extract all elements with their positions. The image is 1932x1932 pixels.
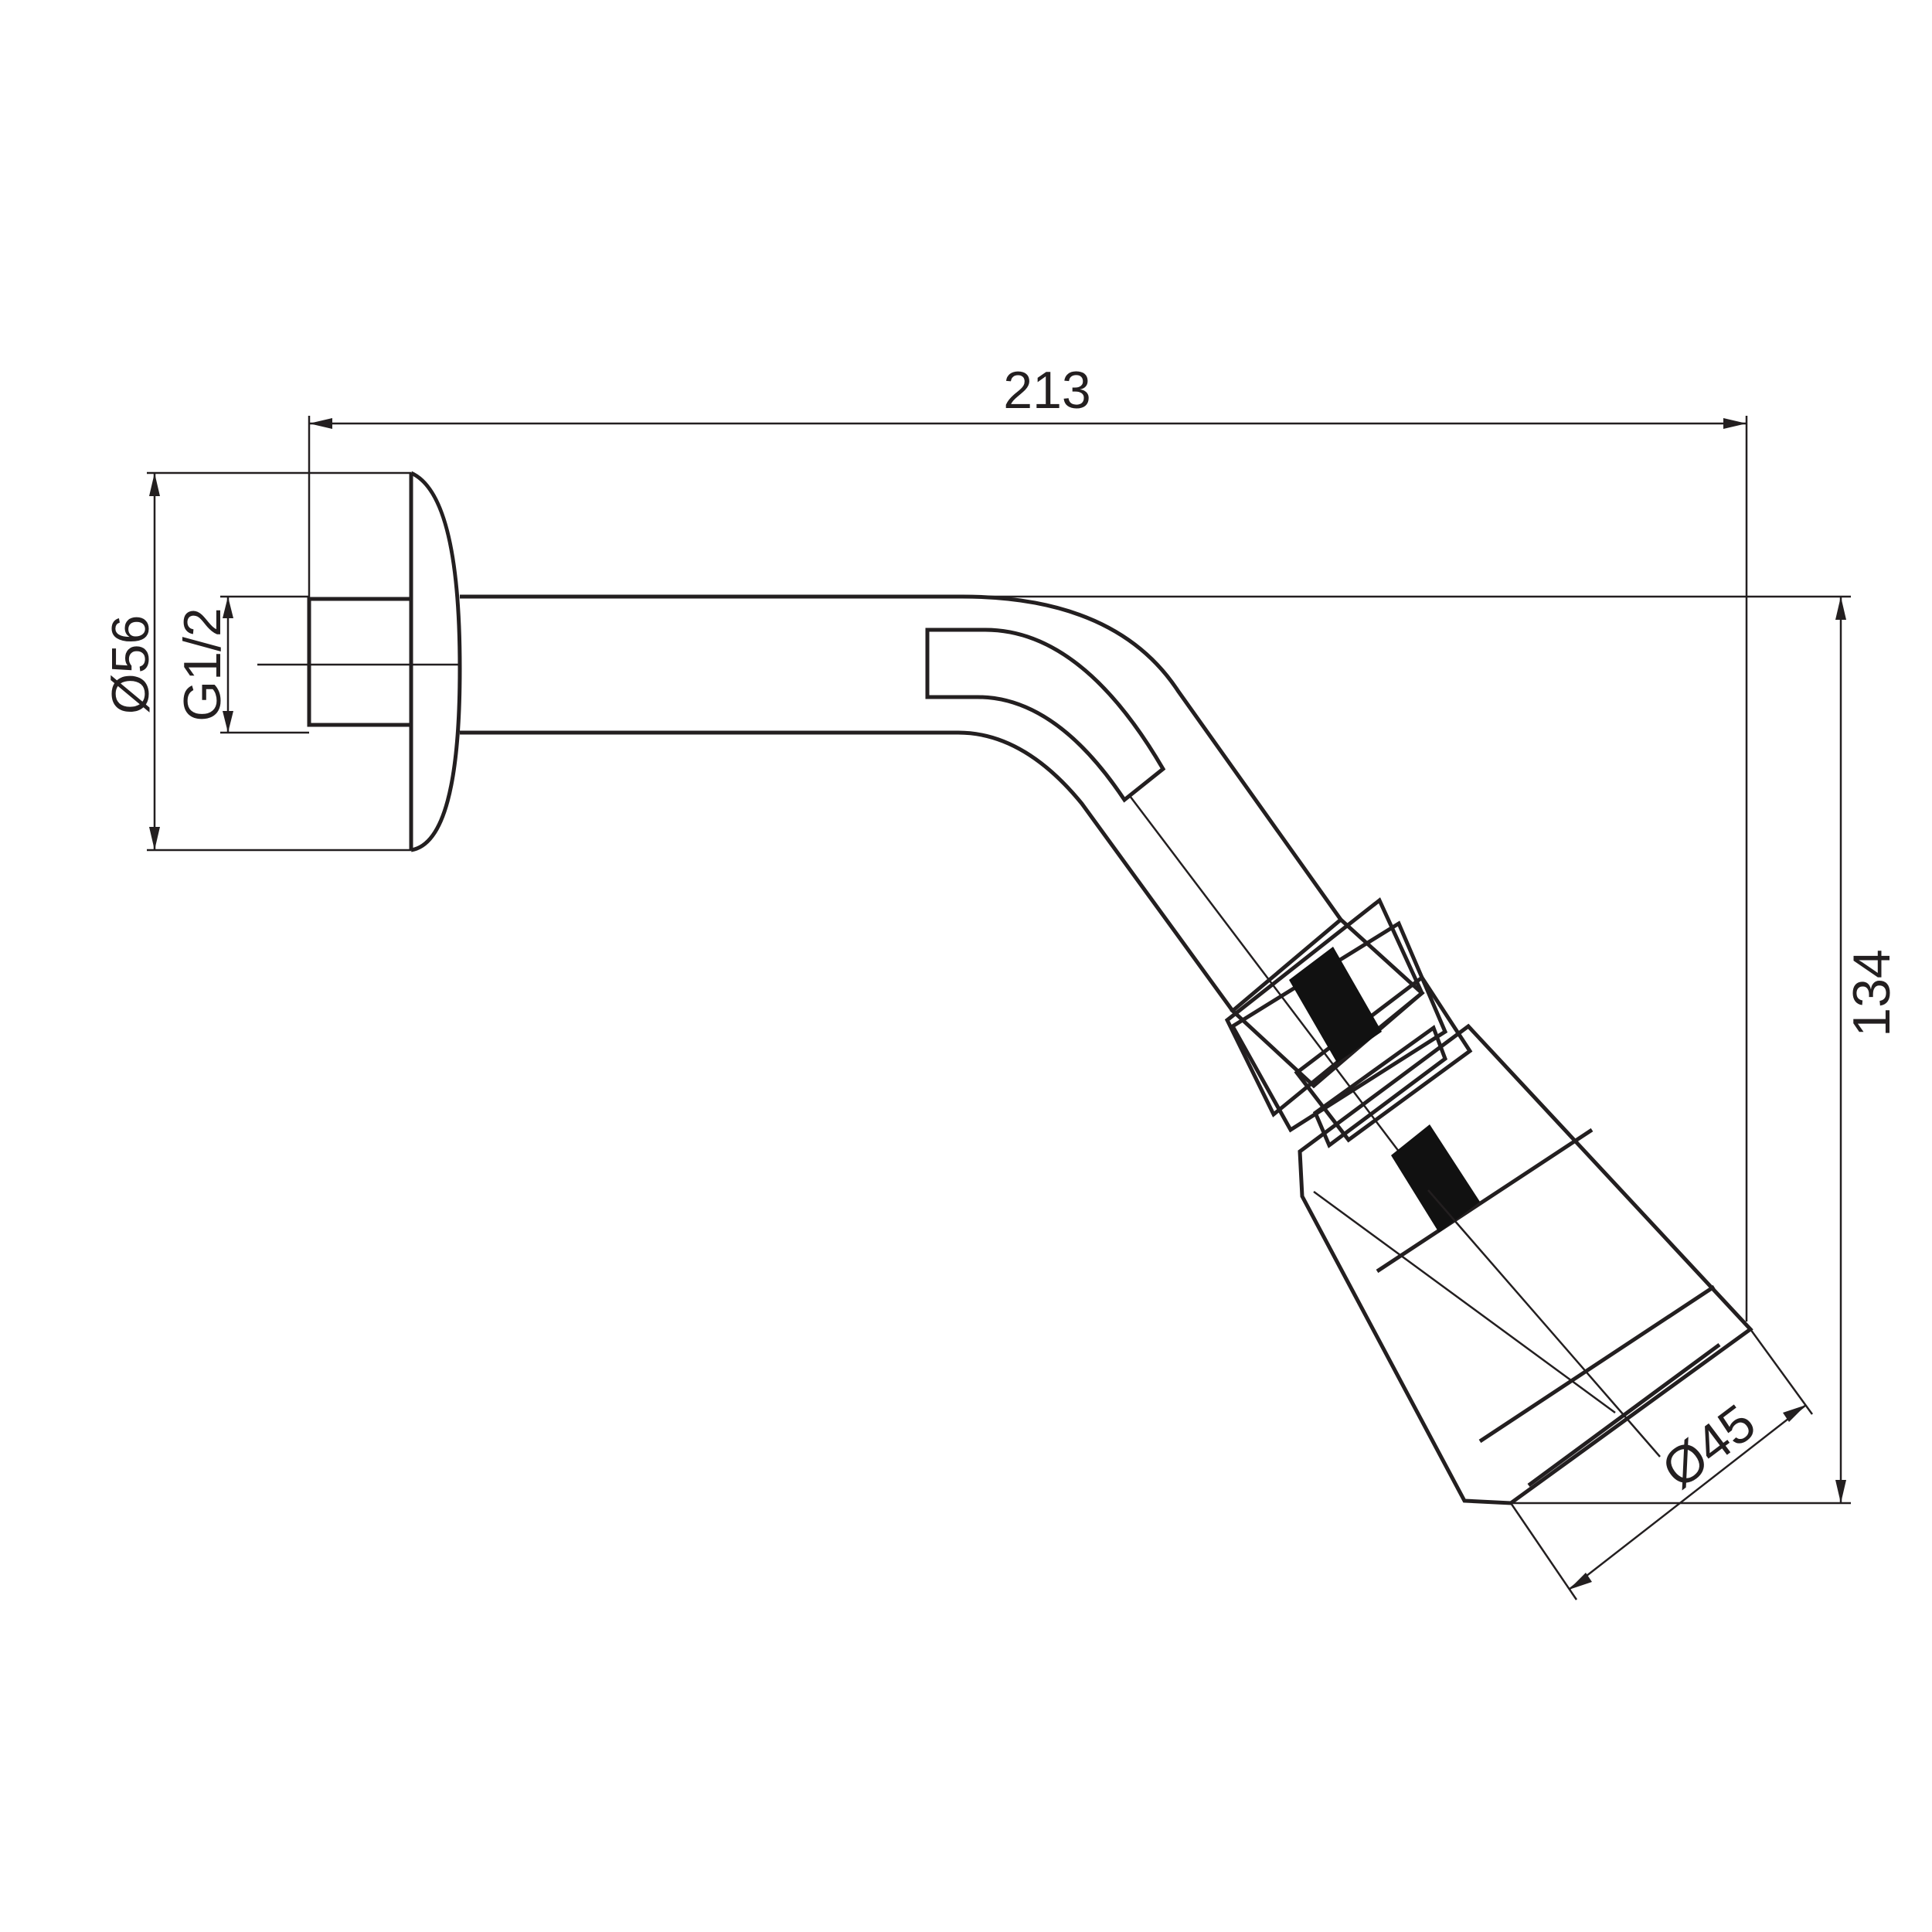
- swivel-joint: [1224, 897, 1473, 1148]
- arrow-height-bottom: [1835, 1480, 1846, 1503]
- arm-outer-bottom: [460, 730, 1235, 1012]
- head-centerline: [1427, 1189, 1661, 1458]
- thread-size-label: G1/2: [173, 607, 232, 721]
- flange-profile: [410, 471, 462, 852]
- arrow-height-top: [1835, 597, 1846, 620]
- dimension-thread: G1/2: [173, 595, 309, 734]
- thread-connector: [257, 597, 460, 727]
- swivel-collar-3: [1230, 920, 1448, 1133]
- arrow-thread-top: [223, 597, 233, 618]
- arrow-head-right: [1783, 1405, 1806, 1422]
- head-band-line-1: [1376, 1128, 1594, 1274]
- flange-diameter-label: Ø56: [101, 615, 160, 715]
- swivel-shadow-band: [1289, 947, 1382, 1063]
- dimension-overall-height: 134: [962, 595, 1901, 1505]
- arrow-right: [1723, 418, 1747, 429]
- shower-arm: [460, 594, 1429, 1191]
- arrow-flange-bottom: [149, 827, 160, 850]
- overall-height-label: 134: [1842, 949, 1901, 1036]
- ext-line-head-right: [1749, 1328, 1814, 1415]
- overall-length-label: 213: [1003, 361, 1090, 420]
- dim-line-head: [1568, 1404, 1807, 1590]
- arm-centerline: [1129, 795, 1429, 1191]
- dimension-flange-diameter: Ø56: [101, 471, 411, 852]
- swivel-collar-4: [1294, 975, 1473, 1143]
- arrow-head-left: [1569, 1573, 1592, 1590]
- swivel-collar-2: [1224, 897, 1425, 1117]
- shower-head: [1298, 1023, 1753, 1505]
- arrow-flange-top: [149, 473, 160, 496]
- ext-line-head-left: [1509, 1502, 1578, 1600]
- head-indicator-mark: [1391, 1124, 1480, 1233]
- dimension-overall-length: 213: [308, 361, 1748, 1321]
- head-band-line-2: [1478, 1284, 1716, 1444]
- wall-flange: [409, 471, 462, 852]
- thread-nipple: [307, 597, 413, 727]
- arrow-thread-bottom: [223, 711, 233, 733]
- arm-inner-bore: [925, 628, 1166, 803]
- head-diameter-label: Ø45: [1651, 1393, 1766, 1500]
- head-internal-line: [1313, 1190, 1616, 1414]
- arm-outer-top: [460, 594, 1343, 921]
- arrow-left: [309, 418, 332, 429]
